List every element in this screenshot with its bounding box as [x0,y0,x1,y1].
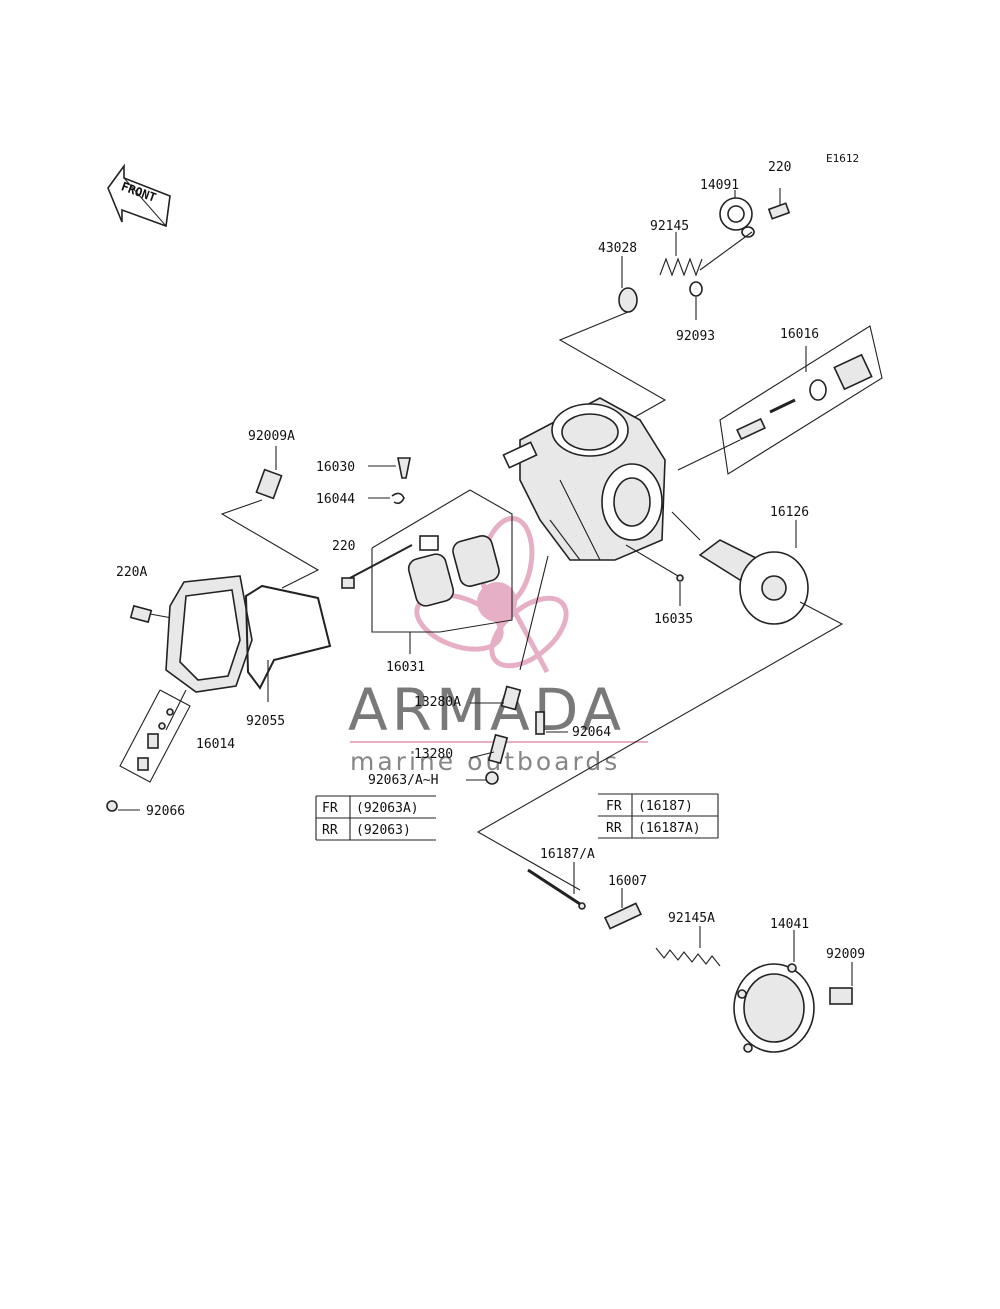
label-14091: 14091 [700,178,739,193]
table-left-value-1: (92063A) [356,801,419,816]
cover-14091 [699,190,755,271]
starter-plunger-16016 [677,325,883,475]
spring-92145A [655,926,721,967]
label-43028: 43028 [598,241,637,256]
label-16031: 16031 [386,660,425,675]
label-16126: 16126 [770,505,809,520]
label-220-top: 220 [768,160,791,175]
label-13280: 13280 [414,747,453,762]
label-16016: 16016 [780,327,819,342]
needle-jet-assembly [466,555,568,785]
float-16031 [371,489,513,654]
label-92055: 92055 [246,714,285,729]
label-92145A: 92145A [668,911,715,926]
jet-16035 [625,544,684,606]
table-left-value-2: (92063) [356,823,411,838]
screw-220A [129,604,173,624]
washer-92066 [106,800,140,812]
screw-92009 [829,962,853,1005]
table-right: FR (16187) RR (16187A) [598,793,719,839]
label-92093: 92093 [676,329,715,344]
gasket-92055 [244,584,332,702]
float-chamber-16014 [165,575,253,731]
drain-screw-assembly [119,689,191,783]
label-92066: 92066 [146,804,185,819]
diagram-code: E1612 [826,152,859,165]
table-left-key-2: RR [322,823,338,838]
label-92009: 92009 [826,947,865,962]
label-14041: 14041 [770,917,809,932]
label-220A: 220A [116,565,147,580]
table-left: FR (92063A) RR (92063) [315,795,436,841]
diaphragm-43028 [618,256,638,313]
table-right-value-2: (16187A) [638,821,701,836]
label-16035: 16035 [654,612,693,627]
label-16007: 16007 [608,874,647,889]
table-right-key-1: FR [606,799,622,814]
label-220-mid: 220 [332,539,355,554]
label-92009A: 92009A [248,429,295,444]
vacuum-piston-16126 [671,511,809,625]
label-16030: 16030 [316,460,355,475]
label-92145: 92145 [650,219,689,234]
watermark-brand: ARMADA [348,676,625,744]
holder-16007 [603,888,643,930]
label-16014: 16014 [196,737,235,752]
spring-92145 [659,232,703,277]
oring-92093 [689,281,703,320]
top-cover-14041 [733,930,815,1053]
clip-16044 [368,492,405,505]
front-arrow-icon: FRONT [107,163,171,228]
label-16044: 16044 [316,492,355,507]
watermark-tagline: marine outboards [350,747,620,776]
watermark-logo: ARMADA marine outboards [348,515,648,776]
label-13280A: 13280A [414,695,461,710]
pilot-jet-92009A [220,446,320,589]
label-16187: 16187/A [540,847,595,862]
screw-220-top [767,188,791,220]
label-92064: 92064 [572,725,611,740]
float-valve-16030 [368,457,411,479]
table-right-value-1: (16187) [638,799,693,814]
table-right-key-2: RR [606,821,622,836]
carburetor-body [502,397,666,561]
needle-16187 [527,862,586,910]
screw-220-mid [341,544,413,589]
table-left-key-1: FR [322,801,338,816]
label-92063: 92063/A~H [368,773,438,788]
